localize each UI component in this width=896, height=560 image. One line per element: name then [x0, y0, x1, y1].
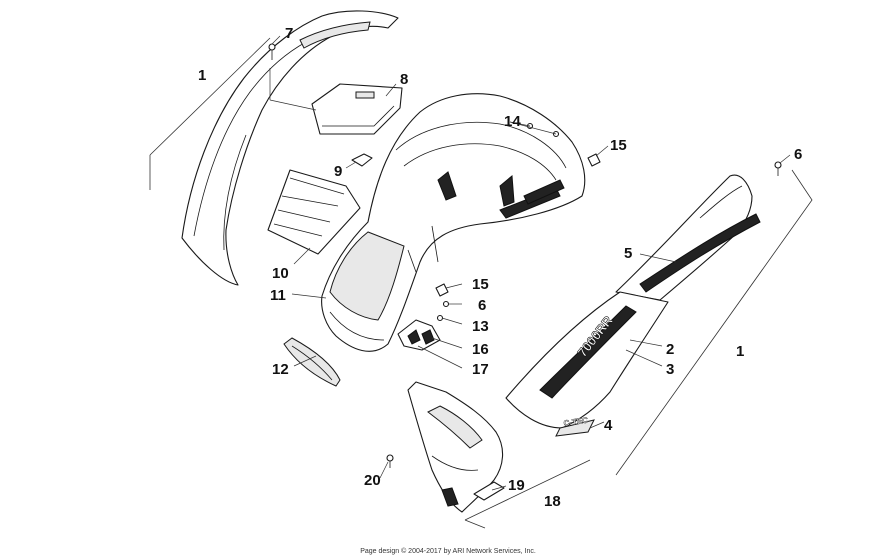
callout-18[interactable]: 18: [544, 493, 561, 510]
copyright-footer: Page design © 2004-2017 by ARI Network S…: [360, 548, 536, 555]
nose-piece-18[interactable]: [407, 381, 504, 513]
hood-panel-11[interactable]: [321, 93, 586, 352]
callout-20[interactable]: 20: [364, 472, 381, 489]
callout-16[interactable]: 16: [472, 341, 489, 358]
windshield-trim-left[interactable]: [181, 10, 399, 286]
assembly-brackets: [149, 37, 813, 529]
callout-15-lower[interactable]: 15: [472, 276, 489, 293]
callout-7[interactable]: 7: [285, 25, 293, 42]
callout-11[interactable]: 11: [270, 287, 286, 304]
callout-labels: 1 7 8 9 10 11 12 14 15 6 15 6 13 16 17 5…: [198, 25, 802, 510]
access-plate-8[interactable]: [311, 83, 403, 135]
callout-8[interactable]: 8: [400, 71, 408, 88]
callout-19[interactable]: 19: [508, 477, 525, 494]
callout-4[interactable]: 4: [604, 417, 613, 434]
brand-decal-text: C-TEC: [563, 416, 589, 428]
mesh-screen-12[interactable]: [283, 337, 341, 387]
callout-2[interactable]: 2: [666, 341, 674, 358]
callout-1-left[interactable]: 1: [198, 67, 206, 84]
callout-12[interactable]: 12: [272, 361, 289, 378]
callout-9[interactable]: 9: [334, 163, 342, 180]
fastener-13[interactable]: [436, 314, 444, 322]
side-panel-upper-5[interactable]: [615, 174, 761, 301]
callout-5[interactable]: 5: [624, 245, 632, 262]
leader-lines: [269, 35, 791, 491]
callout-6-lower[interactable]: 6: [478, 297, 486, 314]
callout-10[interactable]: 10: [272, 265, 289, 282]
fastener-6-lower[interactable]: [442, 300, 450, 308]
callout-3[interactable]: 3: [666, 361, 674, 378]
side-panel-lower-2[interactable]: 7000RR C-TEC: [505, 291, 669, 437]
fastener-15-lower[interactable]: [435, 283, 449, 297]
vent-grille-10[interactable]: [267, 169, 361, 255]
callout-6-upper[interactable]: 6: [794, 146, 802, 163]
callout-1-right[interactable]: 1: [736, 343, 744, 360]
bracket-16[interactable]: [397, 319, 441, 351]
screw-6-upper[interactable]: [774, 161, 782, 176]
plate-19[interactable]: [473, 481, 505, 501]
callout-13[interactable]: 13: [472, 318, 489, 335]
clip-9[interactable]: [351, 153, 373, 167]
callout-17[interactable]: 17: [472, 361, 489, 378]
callout-14[interactable]: 14: [504, 113, 521, 130]
screw-20[interactable]: [386, 454, 394, 468]
fastener-15-upper[interactable]: [587, 153, 601, 167]
callout-15-upper[interactable]: 15: [610, 137, 627, 154]
